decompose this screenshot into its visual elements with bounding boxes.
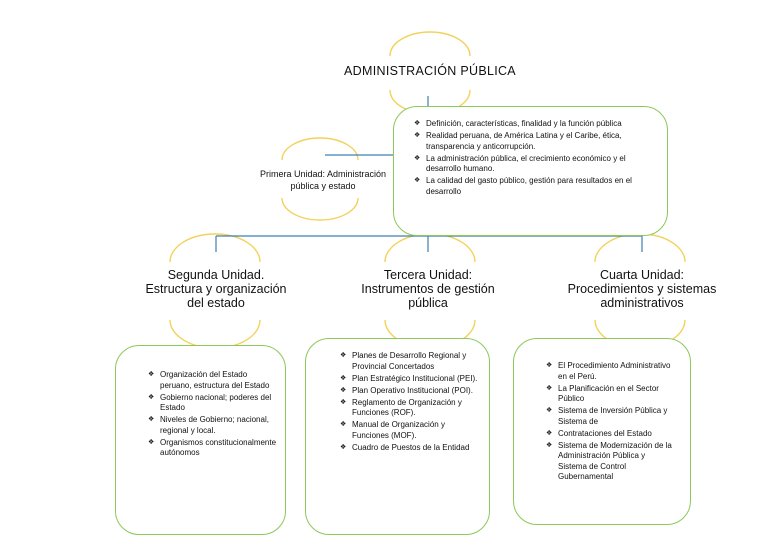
list-item: Reglamento de Organización y Funciones (… — [340, 398, 479, 419]
tercera-unidad-title-line: pública — [408, 296, 448, 310]
primera-unidad-list: Definición, características, finalidad y… — [414, 119, 653, 197]
list-item: Contrataciones del Estado — [546, 429, 676, 440]
primera-unidad-line2: pública y estado — [290, 181, 356, 191]
segunda-unidad-title-line: Estructura y organización — [145, 282, 287, 296]
list-item: La Planificación en el Sector Público — [546, 384, 676, 405]
tercera-unidad-title: Tercera Unidad: Instrumentos de gestión … — [340, 268, 516, 310]
list-item: Niveles de Gobierno; nacional, regional … — [148, 415, 277, 436]
cuarta-unidad-title-line: Cuarta Unidad: — [599, 268, 685, 282]
list-item: Definición, características, finalidad y… — [414, 119, 653, 130]
list-item: Realidad peruana, de América Latina y el… — [414, 131, 653, 152]
cuarta-unidad-title: Cuarta Unidad: Procedimientos y sistemas… — [552, 268, 732, 310]
list-item: Plan Estratégico Institucional (PEI). — [340, 374, 479, 385]
segunda-unidad-title-line: Segunda Unidad. — [167, 268, 265, 282]
page-title: ADMINISTRACIÓN PÚBLICA — [344, 64, 516, 78]
cuarta-unidad-list: El Procedimiento Administrativo en el Pe… — [546, 361, 676, 483]
list-item: Manual de Organización y Funciones (MOF)… — [340, 420, 479, 441]
segunda-unidad-list: Organización del Estado peruano, estruct… — [148, 370, 277, 459]
segunda-unidad-title-line: del estado — [187, 296, 245, 310]
list-item: La calidad del gasto público, gestión pa… — [414, 176, 653, 197]
tercera-unidad-box: Planes de Desarrollo Regional y Provinci… — [305, 338, 490, 535]
list-item: Organización del Estado peruano, estruct… — [148, 370, 277, 391]
cuarta-unidad-title-line: administrativos — [600, 296, 684, 310]
primera-unidad-label: Primera Unidad: Administración pública y… — [238, 168, 408, 192]
list-item: Organismos constitucionalmente autónomos — [148, 438, 277, 459]
list-item: El Procedimiento Administrativo en el Pe… — [546, 361, 676, 382]
cuarta-unidad-box: El Procedimiento Administrativo en el Pe… — [513, 338, 691, 525]
list-item: Gobierno nacional; poderes del Estado — [148, 393, 277, 414]
cuarta-unidad-title-line: Procedimientos y sistemas — [567, 282, 717, 296]
segunda-unidad-box: Organización del Estado peruano, estruct… — [115, 345, 286, 535]
tercera-arc-top — [384, 233, 476, 263]
list-item: Sistema de Inversión Pública y Sistema d… — [546, 406, 676, 427]
primera-unidad-box: Definición, características, finalidad y… — [393, 106, 668, 236]
primera-arc-bottom — [281, 197, 359, 221]
list-item: Cuadro de Puestos de la Entidad — [340, 443, 479, 454]
title-arc-top — [389, 31, 471, 57]
segunda-arc-bottom — [169, 319, 261, 349]
primera-arc-top — [281, 137, 359, 161]
tercera-unidad-title-line: Instrumentos de gestión — [361, 282, 495, 296]
segunda-unidad-title: Segunda Unidad. Estructura y organizació… — [128, 268, 304, 310]
tercera-unidad-list: Planes de Desarrollo Regional y Provinci… — [340, 351, 479, 453]
list-item: Plan Operativo Institucional (POI). — [340, 386, 479, 397]
primera-unidad-line1: Primera Unidad: Administración — [259, 169, 387, 179]
tercera-unidad-title-line: Tercera Unidad: — [383, 268, 473, 282]
list-item: Planes de Desarrollo Regional y Provinci… — [340, 351, 479, 372]
list-item: La administración pública, el crecimient… — [414, 154, 653, 175]
list-item: Sistema de Modernización de la Administr… — [546, 441, 676, 483]
cuarta-arc-top — [594, 233, 686, 263]
segunda-arc-top — [169, 233, 261, 263]
